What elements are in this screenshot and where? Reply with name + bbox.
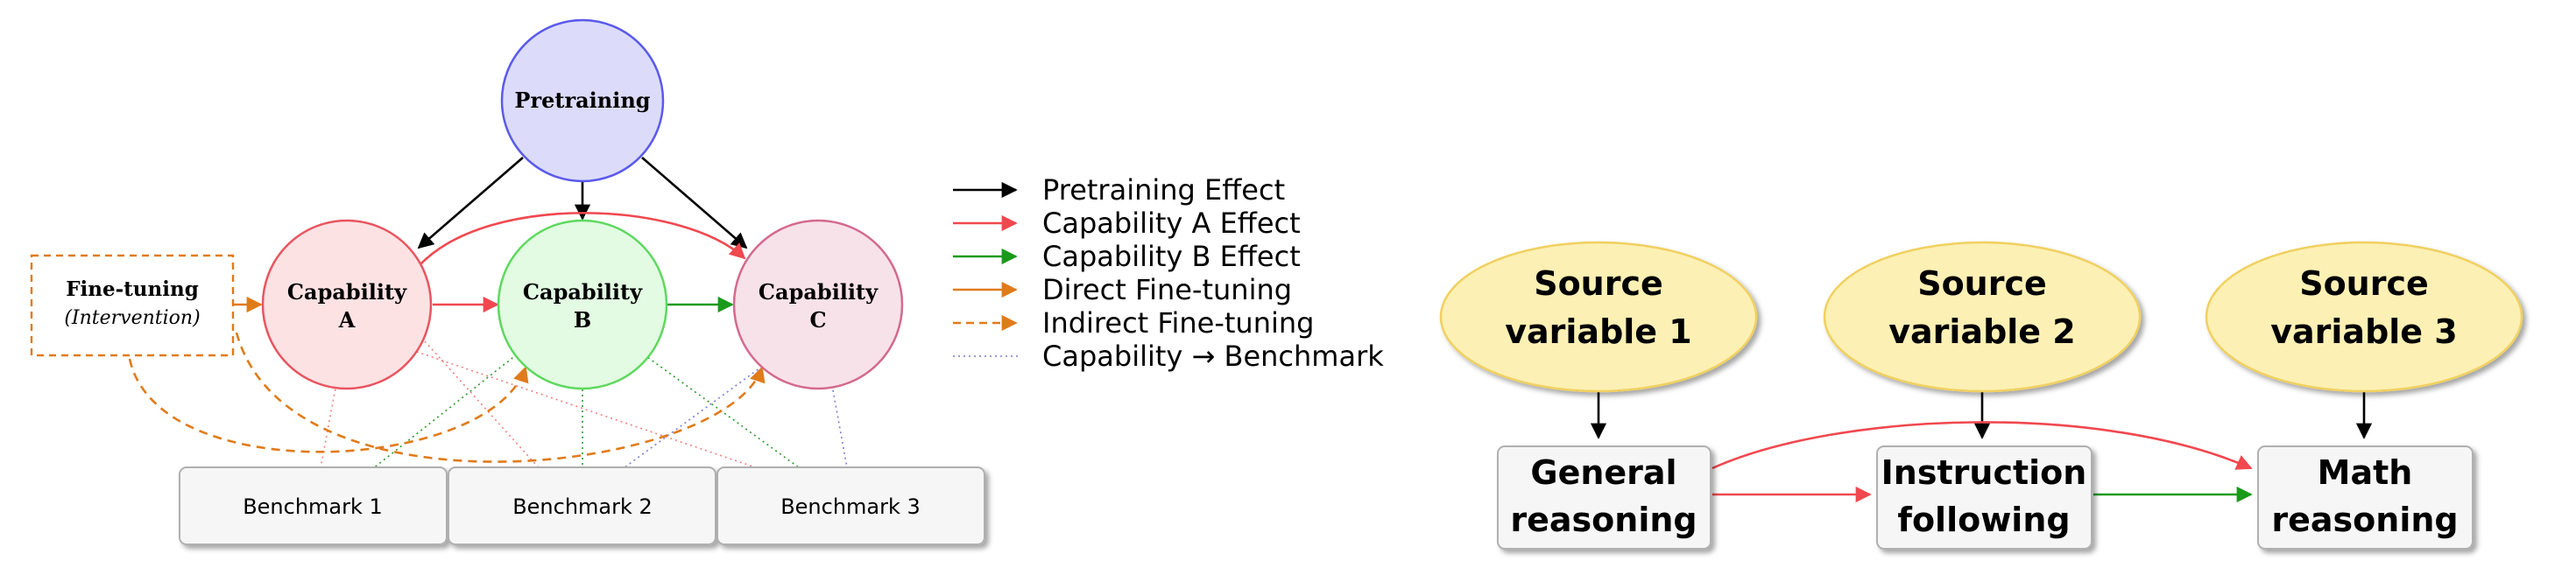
legend: Pretraining Effect Capability A Effect C… — [953, 173, 1384, 373]
legend-item-capability-b: Capability B Effect — [953, 240, 1301, 273]
source-3-label-line2: variable 3 — [2270, 312, 2458, 351]
source-variable-3-node: Source variable 3 — [2205, 241, 2523, 393]
legend-label: Pretraining Effect — [1042, 173, 1285, 207]
capability-c-label-line2: C — [809, 307, 826, 333]
capability-c-node: Capability C — [732, 219, 904, 390]
source-3-label-line1: Source — [2299, 264, 2429, 303]
capability-a-label-line2: A — [338, 307, 356, 333]
math-reasoning-label-line2: reasoning — [2271, 501, 2458, 539]
capability-b-label-line1: Capability — [523, 279, 643, 305]
benchmark-1-label: Benchmark 1 — [243, 494, 383, 519]
pretraining-arrow-a — [417, 157, 524, 249]
capability-b-label-line2: B — [574, 307, 591, 333]
source-1-label-line1: Source — [1534, 264, 1663, 303]
general-reasoning-label-line2: reasoning — [1510, 501, 1697, 539]
legend-item-pretraining: Pretraining Effect — [953, 173, 1285, 207]
legend-item-indirect-finetuning: Indirect Fine-tuning — [953, 306, 1314, 340]
benchmark-box-1: Benchmark 1 — [179, 466, 448, 545]
source-1-label-line2: variable 1 — [1505, 312, 1692, 351]
fine-tuning-label-line1: Fine-tuning — [66, 277, 199, 301]
legend-item-capability-a: Capability A Effect — [953, 207, 1301, 240]
indirect-finetune-arrow-to-b — [128, 358, 529, 453]
math-reasoning-node: Math reasoning — [2257, 445, 2474, 550]
source-2-label-line1: Source — [1917, 264, 2047, 303]
indirect-finetune-arrow-to-c — [235, 332, 766, 463]
capability-benchmark-links — [319, 340, 849, 473]
fine-tuning-node: Fine-tuning (Intervention) — [30, 254, 235, 357]
capability-a-label-line1: Capability — [287, 279, 407, 305]
legend-label: Direct Fine-tuning — [1042, 273, 1292, 306]
fine-tuning-label-line2: (Intervention) — [64, 307, 200, 329]
legend-item-capability-benchmark: Capability → Benchmark — [953, 340, 1384, 373]
source-2-label-line2: variable 2 — [1888, 312, 2076, 351]
math-reasoning-label-line1: Math — [2318, 453, 2413, 492]
benchmark-box-2: Benchmark 2 — [448, 466, 716, 545]
pretraining-node: Pretraining — [500, 18, 665, 183]
legend-label: Capability A Effect — [1042, 207, 1301, 240]
source-variable-2-node: Source variable 2 — [1823, 241, 2142, 393]
capability-b-node: Capability B — [497, 219, 668, 390]
benchmark-box-3: Benchmark 3 — [716, 466, 985, 545]
pretraining-arrow-c — [641, 157, 748, 249]
general-to-math-arrow — [1711, 421, 2253, 470]
instruction-following-node: Instruction following — [1876, 445, 2093, 550]
capability-c-label-line1: Capability — [759, 279, 879, 305]
general-reasoning-node: General reasoning — [1497, 445, 1711, 550]
capability-a-node: Capability A — [261, 219, 433, 390]
instruction-following-label-line1: Instruction — [1881, 453, 2087, 492]
legend-label: Indirect Fine-tuning — [1042, 306, 1314, 340]
legend-label: Capability B Effect — [1042, 240, 1301, 273]
legend-item-direct-finetuning: Direct Fine-tuning — [953, 273, 1292, 306]
instruction-following-label-line2: following — [1897, 501, 2070, 539]
capability-a-to-c-arrow — [420, 212, 746, 265]
legend-label: Capability → Benchmark — [1042, 340, 1384, 373]
source-variable-1-node: Source variable 1 — [1439, 241, 1758, 393]
pretraining-label: Pretraining — [514, 88, 650, 113]
benchmark-2-label: Benchmark 2 — [512, 494, 653, 519]
general-reasoning-label-line1: General — [1530, 453, 1676, 492]
benchmark-3-label: Benchmark 3 — [780, 494, 921, 519]
